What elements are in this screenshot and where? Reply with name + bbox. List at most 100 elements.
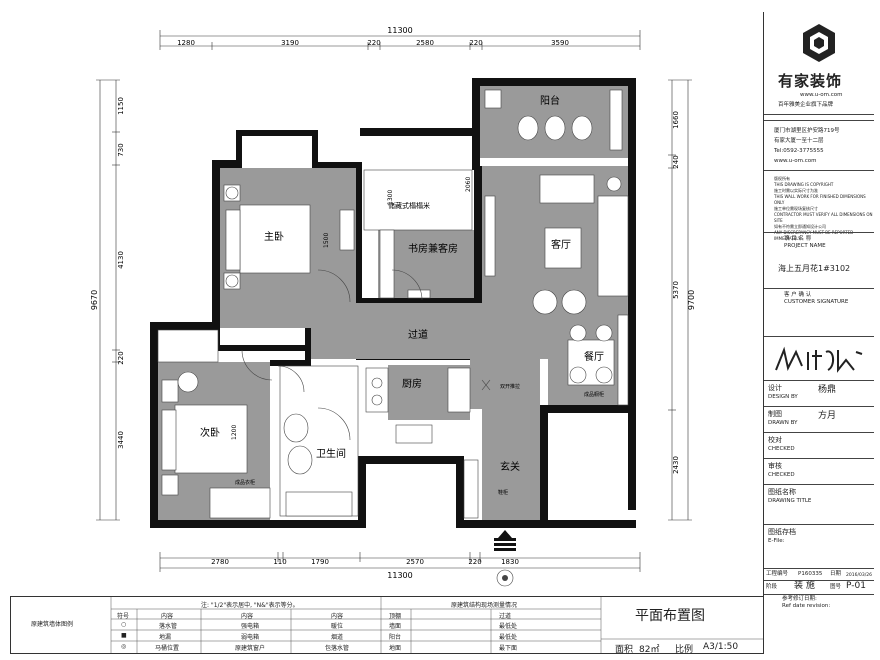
drawing-no-label: 图号 [830,584,842,590]
legend-item: 地漏 [159,634,172,641]
company-name: 有家装饰 [778,72,843,90]
drawing-title: 平面布置图 [635,608,705,624]
scale-value: A3/1:50 [703,642,739,652]
label-balcony: 阳台 [540,94,560,107]
dim-top-4: 2580 [416,39,434,47]
dim-left-3: 4130 [117,251,125,269]
legend-col-content: 内容 [331,613,344,620]
legend-grid [110,597,763,653]
site-row: 墙面 [389,623,402,630]
job-no-label: 工程编号 [766,571,789,577]
doors [241,269,491,441]
area-value: 82㎡ [639,645,660,655]
copyright-line: 施工单位需现场复核尺寸 [774,206,818,211]
date-label: 日期 [830,571,842,577]
review-label: 审核 [768,462,782,470]
label-entrance: 玄关 [500,460,520,473]
top-dimensions [159,30,641,50]
site-row: 过道 [499,613,512,620]
legend-item: 烟道 [331,634,344,641]
check-label: 校对 [768,436,782,444]
legend-item: 原建筑窗户 [235,645,266,652]
check-label-en: CHECKED [768,446,795,452]
legend-symbol: ■ [121,632,127,639]
copyright-line: THIS WALL WORK FOR FINISHED DIMENSIONS O… [774,194,866,205]
stage-value: 装 施 [794,581,815,591]
revision-label: 参考修订日期: [782,596,817,602]
original-wall-label: 原建筑墙体图例 [31,621,74,628]
address-line-2: 有家大厦一至十二层 [774,138,824,144]
company-slogan: 百年雅美企业旗下品牌 [778,102,834,108]
drafter-label: 制图 [768,410,782,418]
legend-item: 包落水管 [325,645,350,652]
dim-left-1: 1150 [117,97,125,115]
archive-label: 图纸存档 [768,528,796,536]
legend-note: 注: "1/2"表示居中, "N&"表示等分。 [201,602,299,609]
dim-right-1: 1660 [672,111,680,129]
dim-bottom-5: 220 [468,558,481,566]
title-block: 有家装饰 www.u-om.com 百年雅美企业旗下品牌 厦门市湖里区护安路71… [763,12,874,632]
dim-right-total: 9700 [687,290,696,310]
telephone: Tel:0592-3775555 [774,148,824,154]
dim-bottom-total: 11300 [387,571,412,580]
project-label-en: PROJECT NAME [784,243,826,249]
legend-table: 原建筑墙体图例 注: "1/2"表示居中, "N&"表示等分。 符号 内容 内容… [10,596,764,655]
label-shoe-note: 鞋柜 [498,489,508,496]
dim-bottom-2: 110 [273,558,286,566]
site-row: 地面 [389,645,402,652]
label-study: 书房兼客房 [408,242,458,255]
legend-item: 暖位 [331,623,344,630]
label-bathroom: 卫生间 [316,447,346,460]
dim-right-4: 2430 [672,456,680,474]
review-label-en: CHECKED [768,472,795,478]
label-dining: 餐厅 [584,350,604,363]
site-row: 最低处 [499,623,518,630]
dim-bottom-1: 2780 [211,558,229,566]
copyright-line: THIS DRAWING IS COPYRIGHT [774,182,834,187]
inner-dim-1: 1500 [323,233,330,248]
designer-name: 杨鼎 [818,385,837,395]
copyright-line: 版权所有 [774,176,790,181]
site-row: 最下面 [499,645,518,652]
label-storage: 储藏式榻榻米 [388,201,430,210]
dim-top-6: 3590 [551,39,569,47]
signature-mark-icon [775,346,863,373]
inner-dim-3: 2060 [465,177,472,192]
dim-left-5: 3440 [117,431,125,449]
label-living: 客厅 [551,238,571,251]
dim-right-3: 5370 [672,281,680,299]
label-second-bedroom: 次卧 [200,426,220,439]
company-website: www.u-om.com [800,92,843,98]
inner-dim-4: 1200 [231,425,238,440]
copyright-line: 如有不符需立即通知设计公司 [774,224,826,229]
site-row: 最低处 [499,634,518,641]
drawing-name-label-en: DRAWING TITLE [768,498,812,504]
dim-left-2: 730 [117,143,125,156]
project-name: 海上五月花1#3102 [778,264,851,273]
dim-top-1: 1280 [177,39,195,47]
dim-top-5: 220 [469,39,482,47]
dim-left-total: 9670 [90,290,99,310]
site-row: 阳台 [389,634,402,641]
date-value: 2016/03/26 [846,573,872,578]
bottom-dimensions [159,552,641,572]
legend-item: 强电箱 [241,623,260,630]
legend-col-content: 内容 [241,613,254,620]
dim-bottom-6: 1830 [501,558,519,566]
right-dimensions [668,79,692,521]
copyright-line: 施工时需以实际尺寸为准 [774,188,818,193]
project-label: 项 目 名 称 [784,236,812,242]
archive-label-en: E-File: [768,538,785,544]
legend-col-content: 内容 [161,613,174,620]
customer-label-en: CUSTOMER SIGNATURE [784,299,849,305]
drafter-label-en: DRAWN BY [768,420,798,426]
legend-item: 弱电箱 [241,634,260,641]
furniture [161,89,629,519]
drawing-name-label: 图纸名称 [768,488,796,496]
legend-symbol: ○ [121,621,127,628]
job-no: P160335 [798,571,823,577]
label-master-bedroom: 主卧 [264,230,284,243]
dim-left-4: 220 [117,351,125,364]
legend-col-no: 符号 [117,613,130,620]
corridor2-floor [470,359,540,409]
